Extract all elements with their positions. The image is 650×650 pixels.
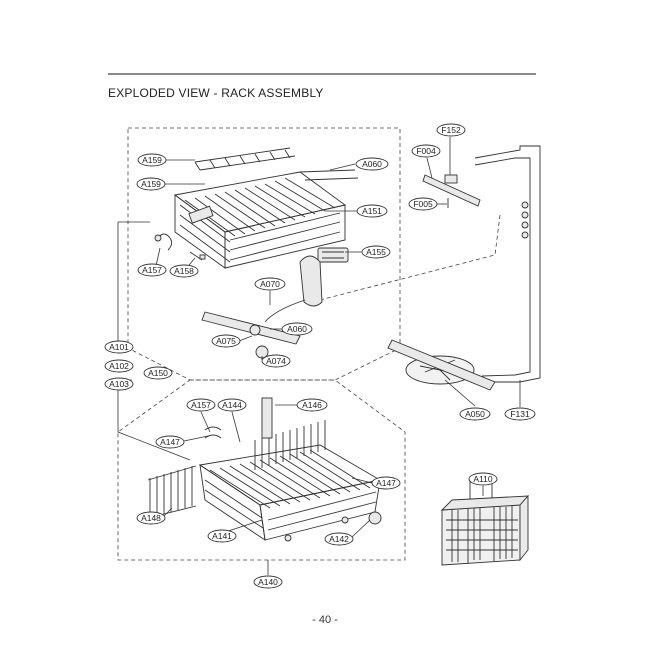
middle-spray-arm	[201, 311, 301, 359]
callout-label: A101	[109, 342, 129, 352]
callout-a157b: A157	[186, 398, 216, 412]
callout-label: A150	[148, 368, 168, 378]
callout-a103: A103	[104, 377, 134, 391]
callout-label: A140	[258, 577, 278, 587]
callout-label: F152	[441, 125, 461, 135]
callout-label: A157	[191, 400, 211, 410]
callout-a060: A060	[355, 157, 389, 171]
callout-label: A050	[465, 409, 485, 419]
clip-parts	[154, 233, 206, 261]
callout-a075: A075	[211, 334, 241, 348]
callout-a102: A102	[104, 359, 134, 373]
upper-rack-illustration	[173, 147, 359, 269]
callout-f152: F152	[436, 123, 466, 137]
callout-a148: A148	[136, 511, 166, 525]
callout-label: A144	[222, 400, 242, 410]
callout-label: A074	[266, 356, 286, 366]
callout-a147a: A147	[155, 435, 185, 449]
callout-label: A155	[366, 247, 386, 257]
cutlery-basket	[440, 481, 530, 566]
leader-a101	[117, 221, 150, 346]
callout-label: A147	[376, 478, 396, 488]
callout-label: A159	[142, 155, 162, 165]
callout-a159b: A159	[136, 177, 166, 191]
callout-a140: A140	[253, 575, 283, 589]
callout-f131: F131	[504, 407, 536, 421]
callout-a110: A110	[468, 472, 498, 486]
callout-f005: F005	[408, 197, 438, 211]
callout-a147b: A147	[371, 476, 401, 490]
callout-label: A110	[473, 474, 492, 484]
lower-rack-illustration	[147, 397, 382, 542]
callout-label: A146	[302, 400, 322, 410]
callout-a159a: A159	[137, 153, 167, 167]
middle-spray-conduit	[264, 255, 323, 323]
callout-label: A159	[141, 179, 161, 189]
callout-a101: A101	[104, 340, 134, 354]
callout-label: A157	[142, 265, 162, 275]
callout-a074: A074	[261, 354, 291, 368]
callout-a050: A050	[459, 407, 491, 421]
mounting-bracket	[422, 174, 481, 208]
callout-a070: A070	[254, 277, 286, 291]
callout-label: A148	[141, 513, 161, 523]
callout-a157: A157	[137, 263, 167, 277]
callout-label: A141	[212, 531, 232, 541]
lower-rack-boundary	[117, 379, 406, 561]
callout-a144: A144	[217, 398, 247, 412]
callout-label: A158	[174, 266, 194, 276]
leader-a103	[117, 379, 191, 461]
callout-label: A075	[216, 336, 236, 346]
callout-label: F005	[413, 199, 433, 209]
callout-label: A147	[160, 437, 180, 447]
page-number: - 40 -	[312, 614, 338, 626]
callout-label: A102	[109, 361, 129, 371]
callout-a158: A158	[169, 264, 199, 278]
callout-a141: A141	[207, 529, 237, 543]
callout-a150: A150	[143, 366, 173, 380]
page-title: EXPLODED VIEW - RACK ASSEMBLY	[108, 86, 324, 100]
callout-label: A060	[287, 324, 307, 334]
callout-label: F131	[510, 409, 530, 419]
rack-adjuster-part	[317, 247, 349, 263]
callout-a155: A155	[361, 245, 391, 259]
callout-a151: A151	[356, 204, 388, 218]
callout-a060b: A060	[281, 322, 313, 336]
callout-a146: A146	[296, 398, 328, 412]
callout-label: A142	[329, 534, 349, 544]
callout-f004: F004	[411, 144, 441, 158]
callout-label: A103	[109, 379, 129, 389]
callout-label: A151	[362, 206, 382, 216]
callout-label: A070	[260, 279, 280, 289]
callout-label: F004	[416, 146, 436, 156]
header-rule	[108, 73, 536, 75]
lower-spray-arm	[387, 339, 496, 391]
callout-label: A060	[362, 159, 382, 169]
feed-pipe	[474, 145, 541, 383]
callout-a142: A142	[324, 532, 354, 546]
